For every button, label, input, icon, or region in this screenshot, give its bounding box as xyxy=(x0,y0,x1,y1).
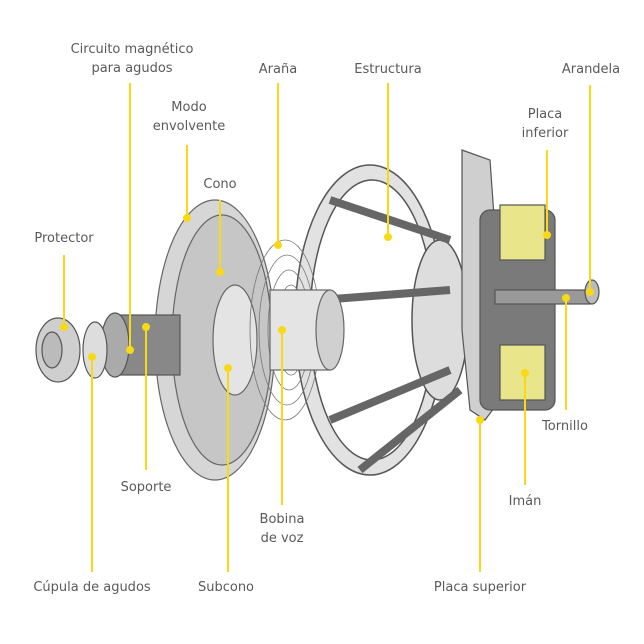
magnet-assembly xyxy=(461,149,600,421)
label-line: Modo xyxy=(171,100,207,115)
label-bobina-de-voz: Bobina de voz xyxy=(260,510,305,548)
label-protector: Protector xyxy=(34,231,94,246)
label-circuito-magnetico: Circuito magnético para agudos xyxy=(71,40,194,78)
label-arana: Araña xyxy=(258,62,298,77)
label-placa-superior: Placa superior xyxy=(433,580,527,595)
label-line: Bobina xyxy=(259,512,305,527)
label-line: Circuito magnético xyxy=(70,42,194,57)
voice-coil xyxy=(269,289,345,371)
label-cono: Cono xyxy=(203,177,237,192)
label-line: envolvente xyxy=(152,119,226,134)
label-placa-inferior: Placa inferior xyxy=(522,105,569,143)
label-iman: Imán xyxy=(508,494,542,509)
label-line: para agudos xyxy=(91,61,173,76)
leader-lines xyxy=(60,83,594,572)
basket-frame xyxy=(294,164,469,476)
label-line: inferior xyxy=(521,126,569,141)
label-estructura: Estructura xyxy=(354,62,422,77)
label-cupula-de-agudos: Cúpula de agudos xyxy=(33,580,151,595)
label-line: de voz xyxy=(260,531,304,546)
label-modo-envolvente: Modo envolvente xyxy=(153,98,226,136)
label-subcono: Subcono xyxy=(197,580,255,595)
label-tornillo: Tornillo xyxy=(542,419,588,434)
tweeter xyxy=(35,312,181,383)
label-soporte: Soporte xyxy=(120,480,172,495)
label-line: Placa xyxy=(527,107,563,122)
label-arandela: Arandela xyxy=(561,62,621,77)
